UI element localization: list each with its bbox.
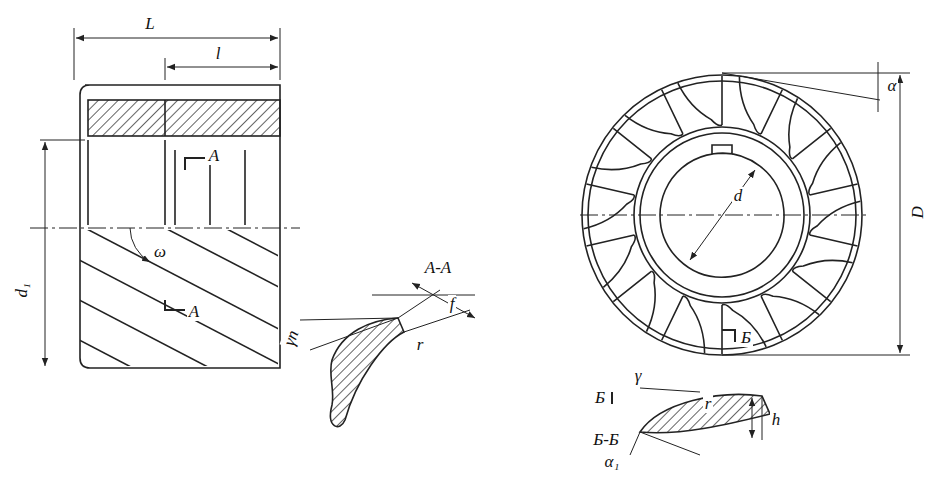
dimension-label: Б <box>593 389 607 408</box>
flute <box>761 90 797 159</box>
flute <box>646 271 682 340</box>
dimension-label: ω <box>152 243 168 262</box>
ring <box>640 133 804 297</box>
flute <box>722 76 761 134</box>
flute <box>761 271 831 314</box>
flute <box>613 115 683 158</box>
dimension-label: α₁ <box>603 453 622 472</box>
dimension-label: h <box>770 411 783 430</box>
cutter-outline <box>80 85 280 368</box>
flute <box>603 235 651 302</box>
dimension-label: Б <box>739 329 753 348</box>
section-hatch <box>88 100 280 136</box>
flute <box>810 184 861 235</box>
flute <box>586 159 651 195</box>
dimension-label: r <box>703 395 714 414</box>
tooth-section <box>640 395 770 433</box>
tooth-section <box>331 318 404 427</box>
dimension-label: A <box>187 303 201 322</box>
bore-keyway <box>660 145 784 277</box>
dimension-label: Б-Б <box>591 431 621 450</box>
dimension-label: A <box>207 147 221 166</box>
dimension-label: α <box>886 77 899 96</box>
flute <box>662 83 722 134</box>
flute <box>584 195 635 246</box>
flute <box>683 296 722 354</box>
dimension-label: d₁ <box>13 281 32 299</box>
dimension-label: D <box>909 204 928 220</box>
helical-flutes <box>80 230 278 366</box>
dimension-label: d <box>732 187 745 206</box>
dimension-label: L <box>143 15 156 34</box>
flute <box>722 296 782 347</box>
dimension-label: γn <box>280 326 304 350</box>
dimension-label: A-A <box>423 259 453 278</box>
dimension-label: l <box>214 45 223 64</box>
dimension-label: r <box>415 336 426 355</box>
dimension-label: f <box>448 295 457 314</box>
flute <box>792 128 840 195</box>
flute <box>792 235 857 271</box>
dimension-label: γ <box>633 367 644 386</box>
